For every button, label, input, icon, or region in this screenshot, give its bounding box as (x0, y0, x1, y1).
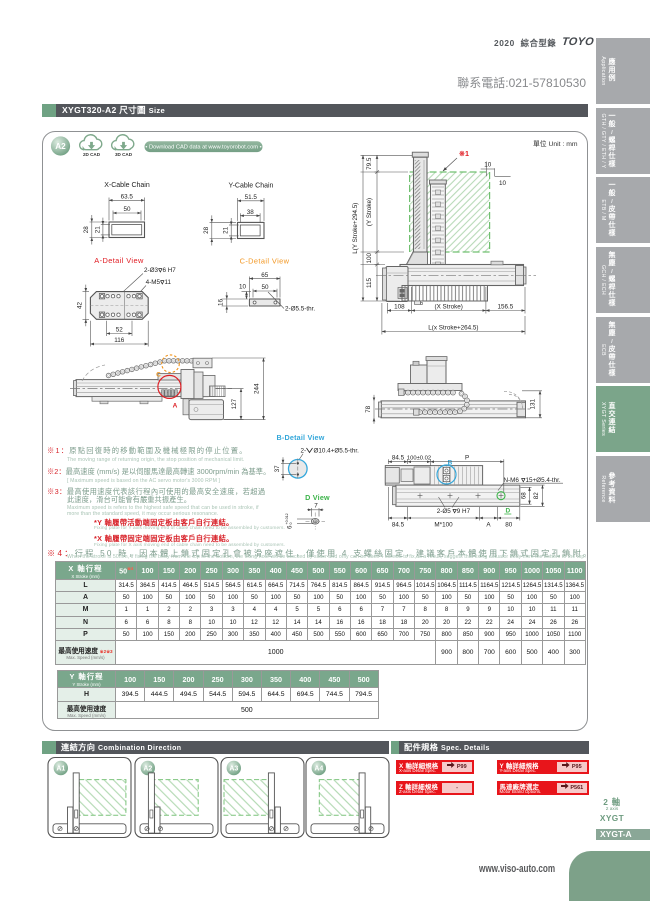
svg-text:A1: A1 (56, 766, 65, 773)
svg-text:A4: A4 (314, 766, 323, 773)
svg-text:A3: A3 (229, 766, 238, 773)
svg-text:A2: A2 (143, 766, 152, 773)
